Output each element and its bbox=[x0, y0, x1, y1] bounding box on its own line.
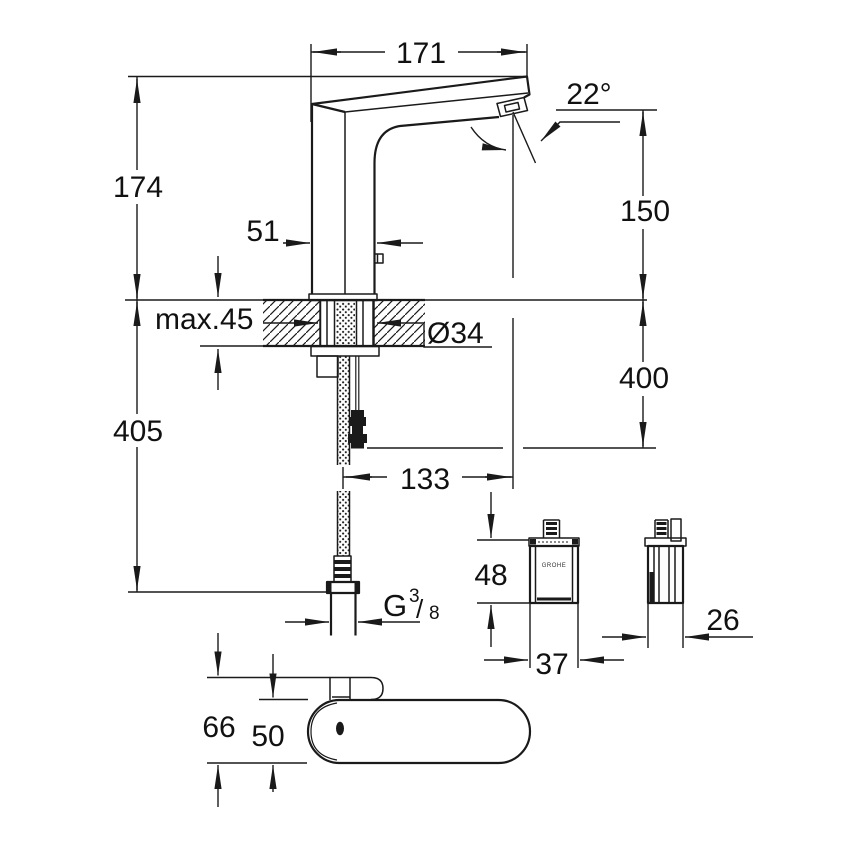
dim-text-o34: Ø34 bbox=[427, 317, 484, 350]
dim-outlet-projection: 133 bbox=[343, 463, 513, 496]
dim-deck-thickness: max.45 bbox=[155, 256, 253, 390]
side-box-body bbox=[646, 544, 685, 605]
side-box-nipple bbox=[654, 518, 682, 542]
top-view-inner-contour bbox=[310, 702, 338, 761]
dim-text-50: 50 bbox=[251, 720, 284, 753]
box-body bbox=[528, 544, 580, 605]
dim-text-400: 400 bbox=[619, 362, 669, 395]
dim-text-22deg: 22° bbox=[566, 78, 611, 111]
control-box-side-view bbox=[644, 518, 687, 605]
dim-text-51: 51 bbox=[246, 215, 279, 248]
dim-text-66: 66 bbox=[202, 711, 235, 744]
mounting-nut bbox=[316, 355, 339, 378]
dim-text-171: 171 bbox=[396, 37, 446, 70]
dim-text-174: 174 bbox=[113, 171, 163, 204]
dim-top-view: 66 50 bbox=[202, 633, 330, 807]
box-top-nipple bbox=[542, 519, 561, 538]
fitting-hex-nut bbox=[325, 580, 361, 595]
threaded-shank bbox=[319, 300, 374, 346]
dim-box-width: 37 bbox=[484, 604, 624, 681]
reference-lines bbox=[125, 75, 656, 593]
thread-prefix: G bbox=[383, 588, 407, 623]
mounting-flange bbox=[310, 345, 380, 357]
dim-text-37: 37 bbox=[535, 648, 568, 681]
spout-inner-top-edge bbox=[344, 92, 529, 113]
dim-text-max45: max.45 bbox=[155, 303, 253, 336]
side-box-latch bbox=[649, 572, 654, 602]
aerator-slot bbox=[503, 101, 521, 113]
swivel-arc-arrow bbox=[470, 126, 507, 151]
faucet-base-plate bbox=[308, 293, 378, 302]
spout-underside-profile bbox=[373, 115, 500, 294]
braided-supply-hose bbox=[336, 356, 351, 556]
cable-plug-connector bbox=[348, 410, 367, 449]
dim-box-depth: 26 bbox=[602, 604, 753, 648]
dim-body-depth: 51 bbox=[246, 215, 423, 248]
top-view-sensor-window bbox=[336, 721, 344, 736]
temperature-lever bbox=[373, 253, 384, 264]
control-box-front-view: GROHE bbox=[528, 519, 580, 605]
faucet-outer-profile bbox=[310, 75, 531, 294]
faucet-corner-chamfer bbox=[311, 102, 346, 114]
dim-text-48: 48 bbox=[474, 559, 507, 592]
top-view-body bbox=[306, 698, 532, 765]
thread-numerator: 3 bbox=[409, 586, 420, 607]
aerator-outlet bbox=[496, 96, 529, 118]
thread-slash: / bbox=[416, 594, 424, 624]
side-box-clip bbox=[670, 518, 682, 542]
under-counter-assembly bbox=[310, 300, 380, 636]
dim-right-chain: 150 400 bbox=[619, 110, 670, 448]
dim-spout-length: 171 bbox=[310, 37, 528, 122]
faucet-side-view bbox=[308, 75, 531, 302]
box-brand-mark: GROHE bbox=[542, 563, 567, 569]
dim-hole-diameter: Ø34 bbox=[263, 317, 492, 350]
dim-text-26: 26 bbox=[706, 604, 739, 637]
spray-angle-callout: 22° bbox=[470, 78, 657, 164]
dim-left-chain: 174 405 bbox=[113, 76, 163, 592]
sensor-cable bbox=[355, 356, 360, 412]
angle-leader-arrow bbox=[540, 121, 620, 142]
dim-text-405: 405 bbox=[113, 415, 163, 448]
faucet-top-view bbox=[306, 676, 532, 765]
top-view-lever bbox=[329, 676, 384, 701]
dim-text-150: 150 bbox=[620, 195, 670, 228]
dim-text-133: 133 bbox=[400, 463, 450, 496]
dim-thread-size: G 3 / 8 bbox=[285, 586, 440, 626]
dim-box-height: 48 bbox=[474, 492, 529, 647]
spray-direction-line bbox=[512, 111, 537, 164]
side-box-flange bbox=[644, 537, 687, 547]
hose-end-fitting bbox=[325, 555, 361, 636]
thread-denominator: 8 bbox=[429, 603, 440, 624]
